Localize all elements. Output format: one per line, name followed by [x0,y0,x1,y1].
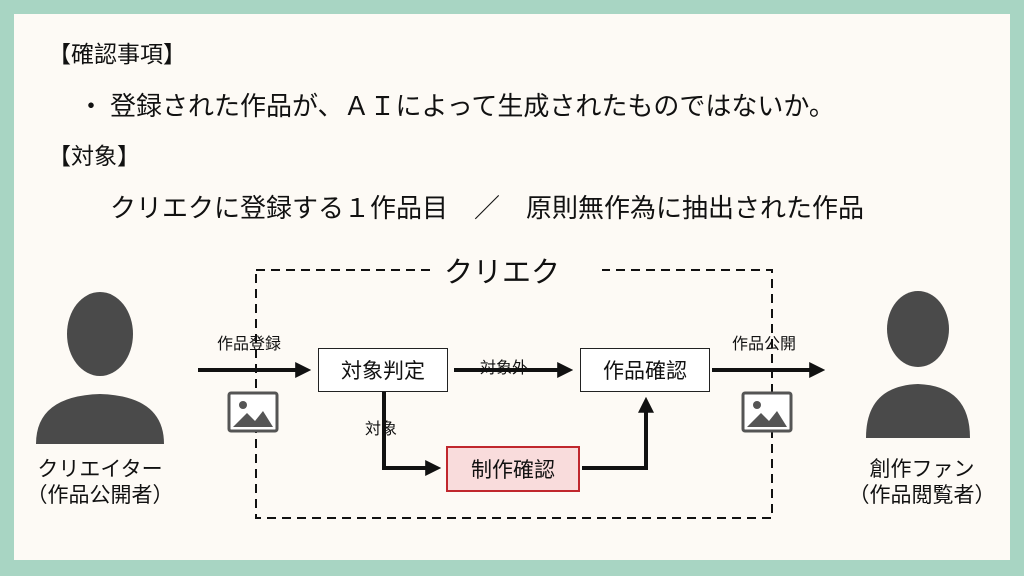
fan-icon [866,291,970,438]
arrow-in-scope [382,392,442,476]
target-judgment-label: 対象判定 [341,359,425,383]
work-publication-label: 作品公開 [732,334,797,353]
check-heading: 【確認事項】 [48,42,186,68]
production-check-box: 制作確認 [446,446,580,492]
check-item: 登録された作品が、ＡＩによって生成されたものではないか。 [110,92,835,122]
target-judgment-box: 対象判定 [318,348,448,392]
creator-name: クリエイター [37,457,163,481]
arrow-to-work-check [582,396,654,470]
creator-label: クリエイター （作品公開者） [14,456,186,509]
slide: 【確認事項】 ・ 登録された作品が、ＡＩによって生成されたものではないか。 【対… [14,14,1010,560]
fan-name: 創作ファン [869,457,975,481]
target-text: クリエクに登録する１作品目 ／ 原則無作為に抽出された作品 [110,194,865,224]
target-heading: 【対象】 [48,144,140,170]
creator-icon [36,292,164,444]
bullet-mark: ・ [78,92,105,122]
work-registration-label: 作品登録 [217,334,282,353]
fan-role: （作品閲覧者） [848,483,996,508]
image-icon [227,391,279,433]
work-check-box: 作品確認 [580,348,710,392]
fan-label: 創作ファン （作品閲覧者） [836,456,1008,509]
frame-label: クリエク [444,255,561,289]
work-check-label: 作品確認 [603,359,687,383]
in-scope-label: 対象 [365,419,398,438]
production-check-label: 制作確認 [471,458,555,482]
creator-role: （作品公開者） [26,483,174,508]
image-icon [741,391,793,433]
diagram-graphics [36,262,970,519]
out-of-scope-label: 対象外 [480,358,529,377]
